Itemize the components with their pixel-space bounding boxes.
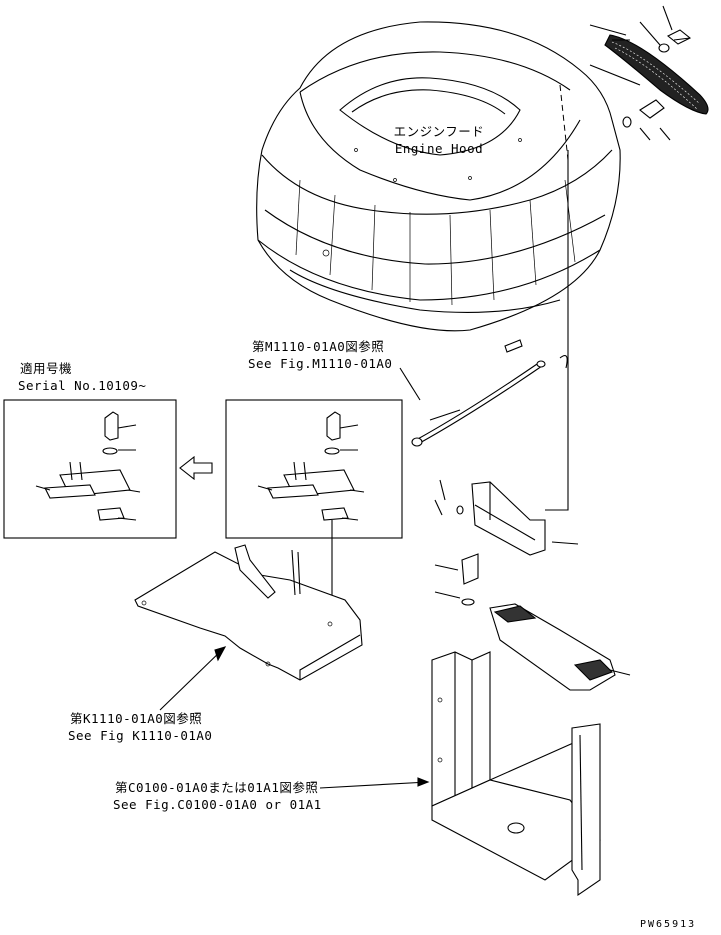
engine-hood-label-en: Engine Hood	[394, 141, 484, 156]
ref-c0100-en: See Fig.C0100-01A0 or 01A1	[113, 797, 322, 812]
serial-label-jp: 適用号機	[20, 361, 73, 376]
upper-grille-mesh	[604, 34, 709, 115]
lower-grille	[489, 603, 631, 691]
hood-bolts-washers	[612, 5, 692, 141]
ref-k1110-jp: 第K1110-01A0図参照	[70, 711, 203, 726]
hinge-bracket	[434, 479, 579, 606]
base-frame	[319, 651, 601, 897]
ref-m1110-en: See Fig.M1110-01A0	[248, 356, 393, 371]
ref-k1110-en: See Fig K1110-01A0	[68, 728, 213, 743]
serial-label-en: Serial No.10109~	[18, 378, 147, 393]
mounting-plate	[134, 544, 363, 711]
engine-hood	[256, 21, 621, 332]
ref-m1110-jp: 第M1110-01A0図参照	[252, 339, 385, 354]
direction-arrow	[179, 455, 213, 481]
ref-c0100-jp: 第C0100-01A0または01A1図参照	[115, 780, 319, 795]
release-cable	[399, 339, 568, 447]
detail-box-serial	[3, 399, 177, 539]
engine-hood-label-jp: エンジンフード	[393, 124, 485, 139]
detail-box-standard	[225, 399, 403, 612]
drawing-number: PW65913	[640, 919, 697, 930]
